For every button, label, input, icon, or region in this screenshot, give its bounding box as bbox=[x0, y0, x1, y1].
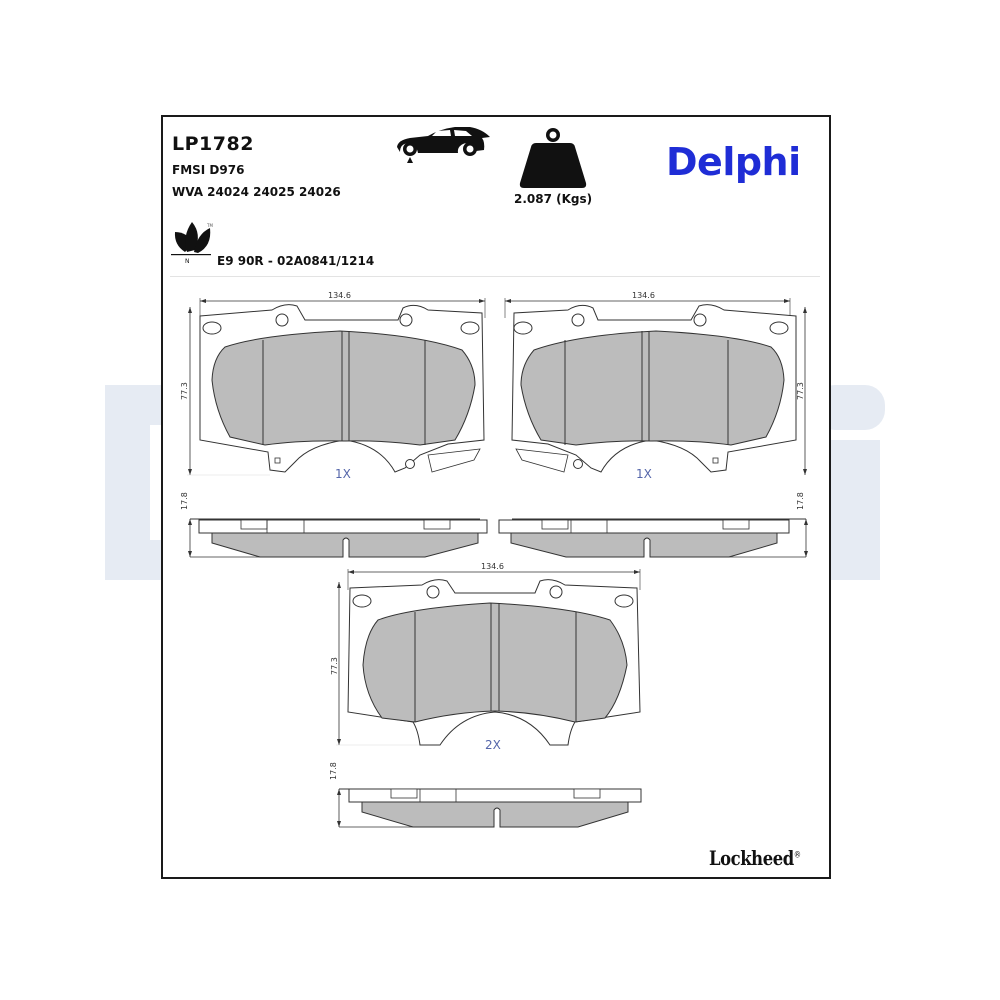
registered-mark: ® bbox=[793, 850, 801, 861]
fmsi-code: FMSI D976 bbox=[172, 163, 245, 177]
wva-codes: WVA 24024 24025 24026 bbox=[172, 185, 341, 199]
spec-sheet-frame bbox=[161, 115, 831, 879]
weight-value: 2.087 (Kgs) bbox=[514, 192, 593, 206]
lockheed-text: Lockheed bbox=[709, 846, 794, 870]
approval-code: E9 90R - 02A0841/1214 bbox=[217, 254, 375, 268]
lockheed-logo: Lockheed® bbox=[709, 846, 801, 870]
header-divider bbox=[170, 276, 820, 277]
delphi-logo: Delphi bbox=[666, 140, 801, 184]
part-number: LP1782 bbox=[172, 133, 254, 155]
